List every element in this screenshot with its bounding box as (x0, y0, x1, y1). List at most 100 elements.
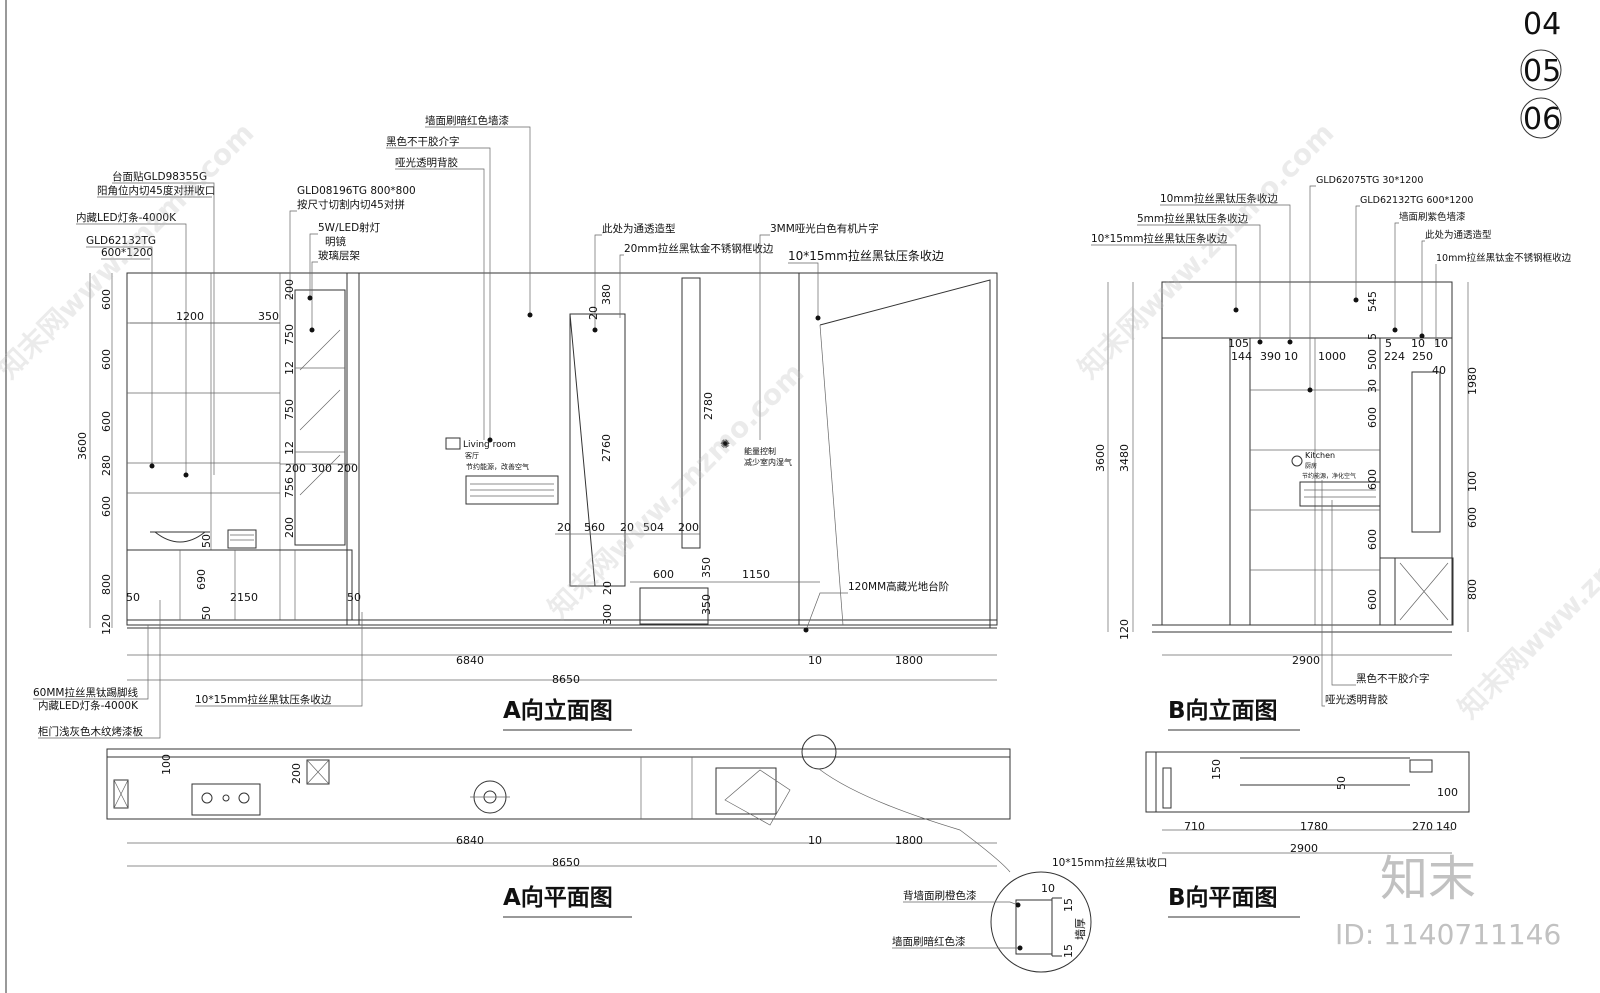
dim-v: 2760 (600, 434, 613, 462)
dim-v: 600 (1466, 507, 1479, 528)
label-corner-cut: 阳角位内切45度对拼收口 (97, 184, 215, 197)
dim-h: 1000 (1318, 350, 1346, 363)
dim-h: 140 (1436, 820, 1457, 833)
dim-v: 120 (100, 614, 113, 635)
label-cabinet-door: 柜门浅灰色木纹烤漆板 (38, 725, 143, 738)
b-plan: 150 50 100 710 1780 270 140 2900 B向平面图 (1145, 751, 1470, 918)
dim-h: 270 (1412, 820, 1433, 833)
b-label-tile-30: GLD62075TG 30*1200 (1316, 175, 1423, 186)
dim-h: 8650 (552, 673, 580, 686)
kitchen-icon (1291, 455, 1303, 467)
dim-v: 50 (200, 534, 213, 548)
dim-v: 300 (601, 604, 614, 625)
dim-h: 10 (808, 654, 822, 667)
label-wall-paint: 墙面刷暗红色墙漆 (425, 114, 509, 127)
dim-h: 504 (643, 521, 664, 534)
a-plan-dims: 100 200 6840 10 1800 8650 (127, 754, 997, 869)
b-label-5mm: 5mm拉丝黑钛压条收边 (1137, 212, 1249, 225)
dim-v: 200 (283, 279, 296, 300)
a-plan: 100 200 6840 10 1800 8650 A向平面图 (106, 734, 1011, 918)
dim-v: 600 (100, 411, 113, 432)
dim-h: 200 (285, 462, 306, 475)
sign2-title: 能量控制 (744, 446, 776, 456)
dim-v: 200 (290, 763, 303, 784)
dim-h: 1800 (895, 834, 923, 847)
stove-icon (191, 783, 261, 816)
detail-callout-circle (801, 734, 837, 770)
b-elevation: Kitchen 厨房 节约能源，净化空气 10mm拉丝黑钛压条收边 5mm拉丝黑… (1091, 175, 1572, 731)
dim-v: 120 (1118, 619, 1131, 640)
sheet-number-06: 06 (1523, 102, 1561, 137)
label-led-bottom: 内藏LED灯条-4000K (38, 699, 139, 712)
a-sign-energy: ✺ 能量控制 减少室内湿气 (720, 437, 792, 467)
a-shelf-niche (294, 289, 346, 546)
watermark-text: 知末网www.znzmo.com (0, 116, 260, 385)
dim-h: 10 (1434, 337, 1448, 350)
label-trim-bottom: 10*15mm拉丝黑钛压条收边 (195, 693, 332, 706)
dim-v: 20 (601, 581, 614, 595)
a-dotted-wall (358, 272, 800, 626)
label-tile-size: 600*1200 (101, 247, 153, 259)
b-label-through: 此处为通透造型 (1425, 229, 1492, 241)
label-skirting: 60MM拉丝黑钛踢脚线 (33, 686, 138, 699)
dim-h: 10 (808, 834, 822, 847)
b-sign-slogan: 节约能源，净化空气 (1302, 472, 1356, 480)
label-mid-cut: 按尺寸切割内切45对拼 (297, 198, 405, 211)
dim-v: 1980 (1466, 367, 1479, 395)
dim-h: 10 (1284, 350, 1298, 363)
label-through-shape: 此处为通透造型 (602, 222, 676, 235)
watermark-brand: 知末 (1380, 851, 1476, 907)
dim-v: 600 (1366, 529, 1379, 550)
dim-h: 1780 (1300, 820, 1328, 833)
dim-h: 8650 (552, 856, 580, 869)
dim-v: 756 (283, 477, 296, 498)
dim-h: 20 (557, 521, 571, 534)
dim-h: 40 (1432, 364, 1446, 377)
b-label-black-sticker: 黑色不干胶介字 (1356, 672, 1430, 685)
label-glass-shelf: 玻璃层架 (318, 249, 360, 262)
b-label-steel: 10mm拉丝黑钛金不锈钢框收边 (1436, 252, 1572, 264)
dim-v: 5 (1366, 333, 1379, 340)
dim-v: 350 (700, 594, 713, 615)
title-a-elevation: A向立面图 (503, 697, 613, 724)
watermark-text: 知末网www.znzmo.com (1072, 116, 1341, 385)
label-mid-tile: GLD08196TG 800*800 (297, 185, 416, 197)
dim-h: 10 (1041, 882, 1055, 895)
dim-v: 12 (283, 361, 296, 375)
dim-v: 800 (1466, 579, 1479, 600)
label-spotlight: 5W/LED射灯 (318, 221, 381, 234)
dim-h: 5 (1242, 337, 1249, 350)
dim-h: 2900 (1290, 842, 1318, 855)
detail-label-orange: 背墙面刷橙色漆 (903, 889, 977, 902)
dim-h: 250 (1412, 350, 1433, 363)
dim-v: 15 (1062, 898, 1075, 912)
dim-v: 100 (160, 754, 173, 775)
sign2-sub: 减少室内湿气 (744, 457, 792, 467)
dim-v: 3480 (1118, 444, 1131, 472)
dim-v: 12 (283, 441, 296, 455)
title-b-elevation: B向立面图 (1168, 697, 1278, 724)
label-steel-frame: 20mm拉丝黑钛金不锈钢框收边 (624, 242, 774, 255)
b-label-10x15: 10*15mm拉丝黑钛压条收边 (1091, 232, 1228, 245)
dim-h: 390 (1260, 350, 1281, 363)
dim-v: 380 (600, 284, 613, 305)
dim-v: 500 (1366, 349, 1379, 370)
dim-h: 600 (653, 568, 674, 581)
dim-v: 600 (100, 289, 113, 310)
dim-v: 100 (1466, 471, 1479, 492)
dim-h: 144 (1231, 350, 1252, 363)
dim-h: 6840 (456, 834, 484, 847)
dim-v: 800 (100, 574, 113, 595)
b-elevation-dims: 3600 3480 120 10 5 144 390 10 1000 5 10 … (1094, 282, 1479, 667)
pot-icon (153, 531, 207, 543)
dim-h: 1800 (895, 654, 923, 667)
dim-h: 350 (258, 310, 279, 323)
dim-v: 600 (1366, 469, 1379, 490)
dim-h: 10 (1411, 337, 1425, 350)
b-label-matte: 哑光透明背胶 (1325, 693, 1388, 706)
dim-h: 560 (584, 521, 605, 534)
sign-title: Living room (463, 440, 516, 450)
dim-v: 50 (1335, 776, 1348, 790)
sign-slogan: 节约能源，改善空气 (466, 462, 529, 471)
dim-h: 200 (678, 521, 699, 534)
